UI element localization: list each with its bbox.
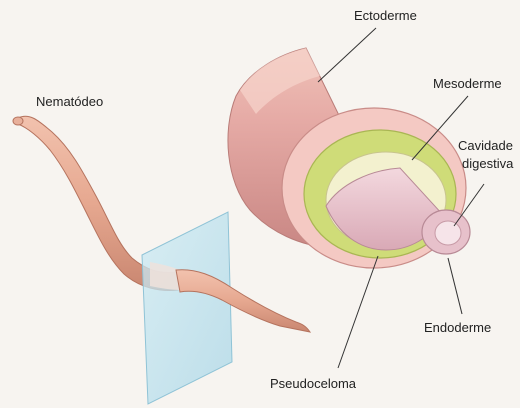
endoderm-label: Endoderme (424, 320, 491, 335)
digestive-cavity (435, 221, 461, 245)
digestive-cavity-label-line2: digestiva (462, 156, 514, 171)
endoderm-leader-line (448, 258, 462, 314)
nematode-label: Nematódeo (36, 94, 103, 109)
cut-plane (142, 212, 232, 404)
mesoderm-label: Mesoderme (433, 76, 502, 91)
ectoderm-label: Ectoderme (354, 8, 417, 23)
digestive-cavity-label-line1: Cavidade (458, 138, 513, 153)
pseudocoelom-leader-line (338, 256, 378, 368)
ectoderm-leader-line (318, 28, 376, 82)
pseudocoelom-label: Pseudoceloma (270, 376, 357, 391)
nematode-head-icon (13, 117, 23, 125)
